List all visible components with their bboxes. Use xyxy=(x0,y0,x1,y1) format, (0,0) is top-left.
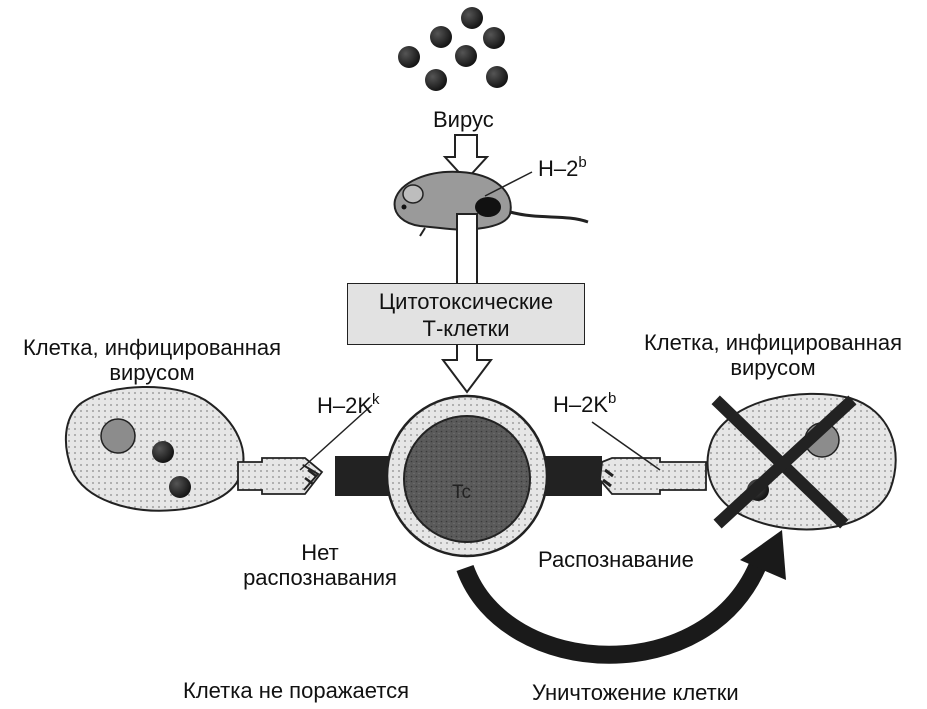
tcell-box-line2: Т-клетки xyxy=(422,316,510,341)
tcell-box: Цитотоксические Т-клетки xyxy=(347,283,585,345)
virus-to-mouse-arrow xyxy=(442,134,490,182)
virus-label: Вирус xyxy=(433,107,494,132)
virus-particle xyxy=(430,26,452,48)
left-receptor-label-base: H–2K xyxy=(317,393,373,418)
no-recognition-label: Нет распознавания xyxy=(220,540,420,590)
h2kb-pointer xyxy=(591,421,661,471)
h2b-label: H–2b xyxy=(538,154,587,181)
virus-particles xyxy=(398,7,508,91)
virus-particle xyxy=(461,7,483,29)
bottom-left-label: Клетка не поражается xyxy=(183,678,410,703)
left-mhc-molecule xyxy=(237,457,324,495)
virus-particle xyxy=(425,69,447,91)
h2b-label-base: H–2 xyxy=(538,156,579,181)
right-mhc-molecule xyxy=(599,457,707,495)
h2b-label-sup: b xyxy=(578,154,587,171)
killed-cross-icon xyxy=(711,395,857,529)
killing-curved-arrow xyxy=(456,530,786,664)
bottom-right-label: Уничтожение клетки xyxy=(532,680,739,705)
h2kk-pointer xyxy=(299,404,373,471)
virus-particle xyxy=(483,27,505,49)
left-cell-label-line1: Клетка, инфицированная xyxy=(22,335,282,360)
virus-particle xyxy=(455,45,477,67)
left-cell-label-line2: вирусом xyxy=(109,360,195,385)
no-recognition-line1: Нет xyxy=(301,540,339,565)
left-infected-cell xyxy=(64,386,245,512)
mouse-icon xyxy=(393,170,589,239)
left-receptor-label-sup: k xyxy=(372,391,380,408)
virus-particle xyxy=(486,66,508,88)
right-receptor-label-base: H–2K xyxy=(553,392,609,417)
tcell-box-line1: Цитотоксические xyxy=(378,289,554,314)
h2b-pointer xyxy=(484,171,533,197)
no-recognition-line2: распознавания xyxy=(243,565,397,590)
tc-label: Tc xyxy=(452,482,471,503)
left-receptor-label: H–2Kk xyxy=(317,391,380,418)
right-cell-label-line2: вирусом xyxy=(730,355,816,380)
right-cell-label-line1: Клетка, инфицированная xyxy=(643,330,903,355)
tc-cell xyxy=(385,394,549,558)
recognition-label: Распознавание xyxy=(538,547,694,572)
right-receptor-label-sup: b xyxy=(608,390,617,407)
left-cell-label: Клетка, инфицированная вирусом xyxy=(4,335,300,385)
right-receptor-label: H–2Kb xyxy=(553,390,617,417)
virus-particle xyxy=(398,46,420,68)
right-cell-label: Клетка, инфицированная вирусом xyxy=(625,330,921,380)
